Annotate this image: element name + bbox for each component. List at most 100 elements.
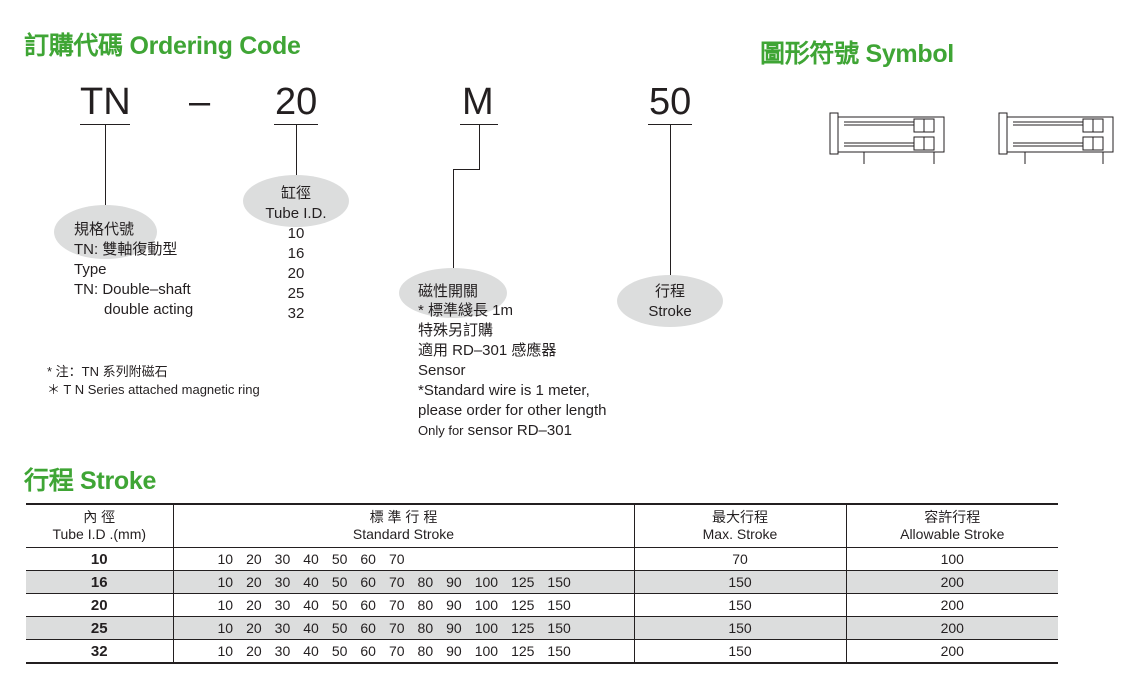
max-stroke-cell: 70 [633, 547, 846, 571]
tube-id-cell: 32 [26, 639, 173, 664]
sensor-note-en-3: Only for sensor RD–301 [418, 422, 572, 439]
stroke-value: 60 [360, 643, 376, 659]
stroke-value: 90 [446, 574, 462, 590]
bore-ellipse [243, 175, 349, 227]
bore-value: 25 [287, 285, 305, 302]
stroke-label-zh: 行程 [654, 283, 685, 300]
stroke-value: 10 [217, 551, 234, 567]
stroke-label-en: Stroke [648, 303, 692, 320]
max-stroke-cell: 150 [633, 639, 846, 664]
stroke-value: 40 [303, 597, 319, 613]
max-stroke-cell: 150 [633, 593, 846, 617]
stroke-value: 40 [303, 551, 319, 567]
bore-value: 32 [287, 305, 305, 322]
cylinder-symbol-1 [829, 112, 945, 164]
stroke-value: 10 [217, 643, 234, 659]
bore-value: 20 [287, 265, 305, 282]
stroke-value: 20 [246, 574, 262, 590]
stroke-value: 80 [417, 597, 434, 613]
stroke-value: 90 [446, 643, 462, 659]
ordering-code-title: 訂購代碼 Ordering Code [24, 32, 301, 60]
sensor-note-zh-1: * 標準綫長 1m [418, 302, 514, 319]
sensor-ellipse [399, 268, 507, 318]
sensor-leader-2 [453, 169, 480, 170]
code-sensor: M [462, 81, 494, 123]
stroke-value: 10 [217, 620, 234, 636]
stroke-value: 30 [274, 574, 291, 590]
stroke-value: 30 [274, 620, 291, 636]
stroke-value: 60 [360, 620, 376, 636]
stroke-value: 50 [331, 551, 348, 567]
stroke-value: 100 [474, 574, 499, 590]
stroke-value: 40 [303, 620, 319, 636]
stroke-value: 70 [388, 574, 405, 590]
stroke-value: 20 [246, 551, 262, 567]
stroke-value: 125 [511, 643, 535, 659]
tube-id-cell: 20 [26, 593, 173, 617]
stroke-value: 100 [474, 597, 499, 613]
stroke-value: 70 [388, 620, 405, 636]
stroke-value: 100 [474, 620, 499, 636]
stroke-value: 80 [417, 574, 434, 590]
allowable-stroke-cell: 200 [845, 593, 1058, 617]
model-type-zh: TN: 雙軸復動型 [74, 241, 178, 258]
standard-stroke-cell: 10 20 30 40 50 60 70 [172, 547, 634, 571]
bore-value: 16 [287, 245, 305, 262]
allowable-stroke-cell: 200 [845, 570, 1058, 594]
bore-leader [296, 124, 297, 178]
stroke-value: 10 [217, 574, 234, 590]
tube-id-cell: 10 [26, 547, 173, 571]
stroke-value: 20 [246, 620, 262, 636]
stroke-value: 125 [511, 620, 535, 636]
stroke-value: 20 [246, 643, 262, 659]
tube-id-cell: 16 [26, 570, 173, 594]
stroke-value: 60 [360, 551, 376, 567]
code-stroke: 50 [649, 81, 692, 123]
code-bore: 20 [275, 81, 318, 123]
sensor-label-zh: 磁性開關 [418, 283, 479, 300]
sensor-label-en: Sensor [418, 362, 466, 379]
stroke-value: 10 [217, 597, 234, 613]
stroke-value: 70 [388, 551, 405, 567]
max-stroke-cell: 150 [633, 616, 846, 640]
stroke-value: 30 [274, 551, 291, 567]
sensor-leader-3 [453, 169, 454, 271]
stroke-value: 150 [547, 597, 571, 613]
note-zh: * 注：TN 系列附磁石 [47, 364, 168, 379]
tube-id-cell: 25 [26, 616, 173, 640]
model-leader [105, 124, 106, 212]
stroke-value: 30 [274, 597, 291, 613]
stroke-ellipse [617, 275, 723, 327]
stroke-value: 80 [417, 643, 434, 659]
allowable-stroke-cell: 200 [845, 639, 1058, 664]
stroke-value: 125 [511, 597, 535, 613]
bore-label-en: Tube I.D. [265, 205, 327, 222]
stroke-leader [670, 124, 671, 278]
cylinder-symbol-2 [998, 112, 1114, 164]
stroke-value: 50 [331, 643, 348, 659]
stroke-value: 90 [446, 620, 462, 636]
stroke-value: 70 [388, 643, 405, 659]
stroke-value: 150 [547, 574, 571, 590]
code-dash: – [189, 81, 211, 123]
allowable-stroke-cell: 200 [845, 616, 1058, 640]
note-en: ＊ T N Series attached magnetic ring [47, 382, 260, 397]
stroke-value: 40 [303, 643, 319, 659]
bore-value: 10 [287, 225, 305, 242]
stroke-value: 50 [331, 574, 348, 590]
stroke-value: 50 [331, 597, 348, 613]
